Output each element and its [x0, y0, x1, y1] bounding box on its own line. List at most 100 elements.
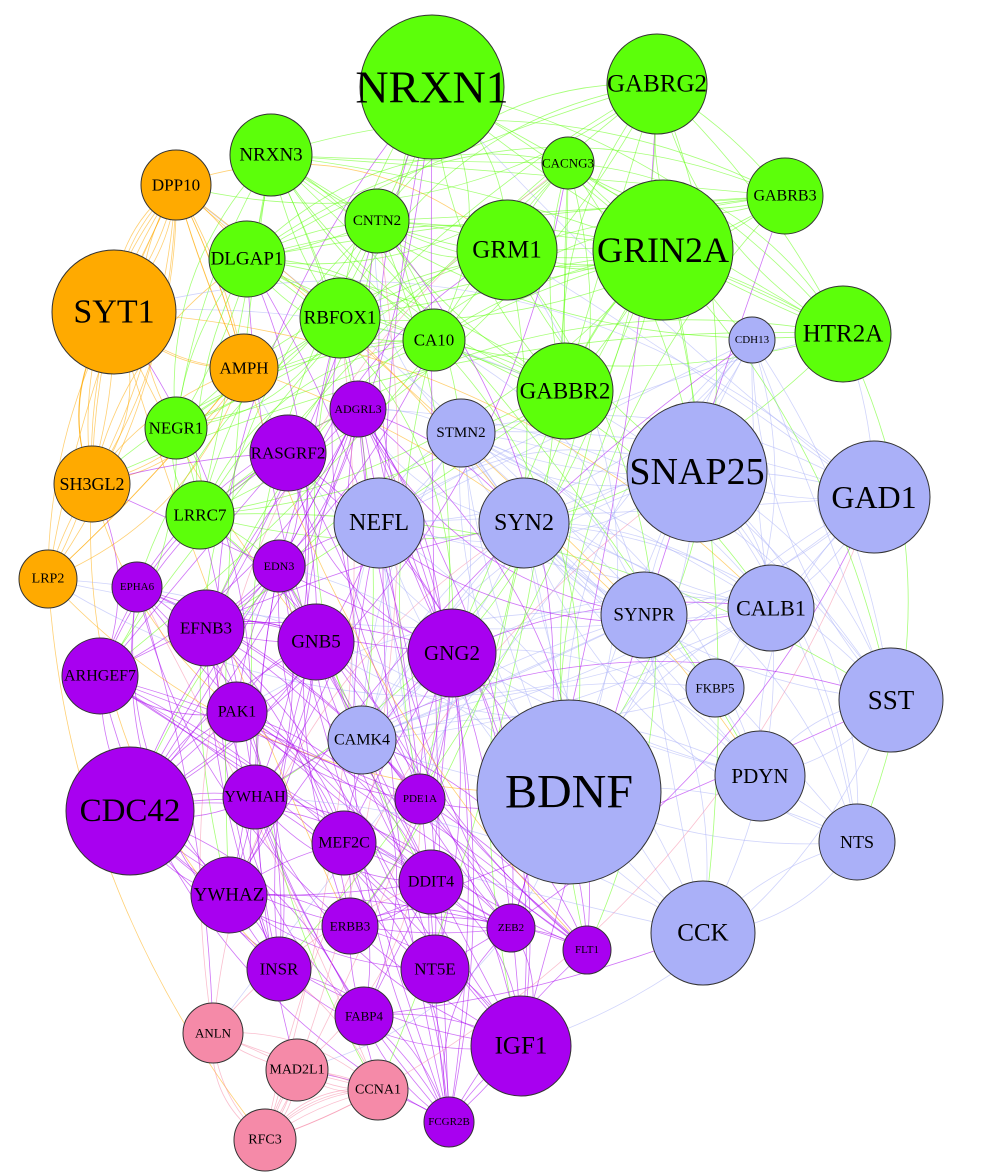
node-bdnf[interactable]: BDNF: [476, 699, 662, 885]
node-igf1[interactable]: IGF1: [470, 995, 572, 1097]
node-fkbp5[interactable]: FKBP5: [685, 658, 745, 718]
node-cck[interactable]: CCK: [650, 880, 756, 986]
node-label-ddit4: DDIT4: [408, 874, 454, 891]
node-edn3[interactable]: EDN3: [252, 539, 306, 593]
node-pde1a[interactable]: PDE1A: [394, 773, 446, 825]
node-nrxn3[interactable]: NRXN3: [229, 113, 313, 197]
node-label-epha6: EPHA6: [120, 581, 155, 593]
node-mad2l1[interactable]: MAD2L1: [265, 1038, 329, 1102]
edge-fabp4-camk4: [361, 739, 398, 1017]
edge-cdc42-nrxn1: [129, 86, 433, 812]
node-circle-snap25: [626, 401, 768, 543]
edge-gad1-nefl: [378, 496, 875, 524]
node-circle-adgrl3: [329, 380, 387, 438]
node-label-sst: SST: [868, 685, 915, 715]
node-cdh13[interactable]: CDH13: [728, 316, 776, 364]
node-sst[interactable]: SST: [838, 647, 944, 753]
node-anln[interactable]: ANLN: [182, 1002, 244, 1064]
node-circle-stmn2: [426, 398, 496, 468]
node-lrp2[interactable]: LRP2: [18, 549, 78, 609]
node-synpr[interactable]: SYNPR: [600, 571, 688, 659]
node-stmn2[interactable]: STMN2: [426, 398, 496, 468]
node-circle-nt5e: [400, 934, 470, 1004]
node-fcgr2b[interactable]: FCGR2B: [423, 1096, 475, 1148]
node-syt1[interactable]: SYT1: [51, 249, 177, 375]
node-negr1[interactable]: NEGR1: [144, 396, 208, 460]
node-nts[interactable]: NTS: [818, 803, 896, 881]
node-efnb3[interactable]: EFNB3: [167, 589, 245, 667]
node-grin2a[interactable]: GRIN2A: [592, 179, 734, 321]
node-label-dlgap1: DLGAP1: [211, 249, 284, 270]
node-insr[interactable]: INSR: [246, 936, 312, 1002]
node-label-ccna1: CCNA1: [355, 1083, 401, 1098]
node-epha6[interactable]: EPHA6: [111, 561, 163, 613]
node-dlgap1[interactable]: DLGAP1: [208, 220, 286, 298]
node-cdc42[interactable]: CDC42: [65, 746, 195, 876]
node-grm1[interactable]: GRM1: [456, 199, 558, 301]
node-gabbr2[interactable]: GABBR2: [516, 342, 614, 440]
edge-htr2a-nts: [842, 333, 909, 843]
node-label-igf1: IGF1: [495, 1033, 548, 1060]
node-nt5e[interactable]: NT5E: [400, 934, 470, 1004]
node-nefl[interactable]: NEFL: [333, 477, 425, 569]
edge-edn3-ywhah: [254, 565, 280, 798]
node-erbb3[interactable]: ERBB3: [321, 897, 379, 955]
node-circle-cntn2: [344, 188, 410, 254]
node-arhgef7[interactable]: ARHGEF7: [61, 637, 139, 715]
node-cacng3[interactable]: CACNG3: [541, 136, 595, 190]
node-label-negr1: NEGR1: [149, 419, 204, 438]
node-label-gng2: GNG2: [424, 641, 480, 665]
node-nrxn1[interactable]: NRXN1: [355, 14, 509, 160]
node-rbfox1[interactable]: RBFOX1: [299, 277, 381, 359]
node-circle-syn2: [478, 477, 570, 569]
edge-lrrc7-gabbr2: [199, 390, 566, 516]
node-label-pak1: PAK1: [218, 704, 257, 721]
node-cntn2[interactable]: CNTN2: [344, 188, 410, 254]
node-htr2a[interactable]: HTR2A: [794, 285, 892, 383]
node-gng2[interactable]: GNG2: [407, 608, 497, 698]
node-camk4[interactable]: CAMK4: [327, 705, 397, 775]
node-circle-ca10: [402, 308, 466, 372]
edge-pde1a-rasgrf2: [287, 452, 421, 800]
node-label-grin2a: GRIN2A: [597, 230, 729, 270]
node-gabrb3[interactable]: GABRB3: [746, 157, 824, 235]
edge-gng2-nrxn1: [378, 86, 453, 654]
node-syn2[interactable]: SYN2: [478, 477, 570, 569]
node-gnb5[interactable]: GNB5: [277, 603, 355, 681]
edge-gabrb3-rbfox1: [339, 195, 786, 319]
node-snap25[interactable]: SNAP25: [626, 401, 768, 543]
node-label-lrrc7: LRRC7: [174, 506, 227, 525]
node-circle-gnb5: [277, 603, 355, 681]
node-calb1[interactable]: CALB1: [727, 564, 815, 652]
edge-calb1-stmn2: [460, 432, 772, 609]
node-ca10[interactable]: CA10: [402, 308, 466, 372]
node-lrrc7[interactable]: LRRC7: [165, 480, 235, 550]
node-pak1[interactable]: PAK1: [206, 681, 268, 743]
node-label-dpp10: DPP10: [152, 176, 200, 195]
node-ywhaz[interactable]: YWHAZ: [190, 856, 268, 934]
node-rasgrf2[interactable]: RASGRF2: [249, 414, 327, 492]
node-label-gad1: GAD1: [831, 479, 916, 515]
node-zeb2[interactable]: ZEB2: [486, 903, 536, 953]
node-flt1[interactable]: FLT1: [562, 925, 612, 975]
node-circle-erbb3: [321, 897, 379, 955]
node-ddit4[interactable]: DDIT4: [398, 849, 464, 915]
node-amph[interactable]: AMPH: [209, 333, 279, 403]
node-label-mef2c: MEF2C: [318, 835, 370, 852]
node-adgrl3[interactable]: ADGRL3: [329, 380, 387, 438]
node-circle-gabbr2: [516, 342, 614, 440]
node-gabrg2[interactable]: GABRG2: [606, 33, 708, 135]
node-dpp10[interactable]: DPP10: [140, 149, 212, 221]
node-sh3gl2[interactable]: SH3GL2: [53, 445, 131, 523]
node-ccna1[interactable]: CCNA1: [347, 1059, 409, 1121]
edge-dlgap1-gng2: [246, 258, 454, 654]
node-ywhah[interactable]: YWHAH: [222, 764, 288, 830]
node-circle-epha6: [111, 561, 163, 613]
node-pdyn[interactable]: PDYN: [714, 730, 806, 822]
node-label-nefl: NEFL: [349, 510, 409, 536]
node-fabp4[interactable]: FABP4: [334, 986, 394, 1046]
node-mef2c[interactable]: MEF2C: [311, 810, 377, 876]
node-rfc3[interactable]: RFC3: [233, 1108, 297, 1172]
node-gad1[interactable]: GAD1: [817, 440, 931, 554]
